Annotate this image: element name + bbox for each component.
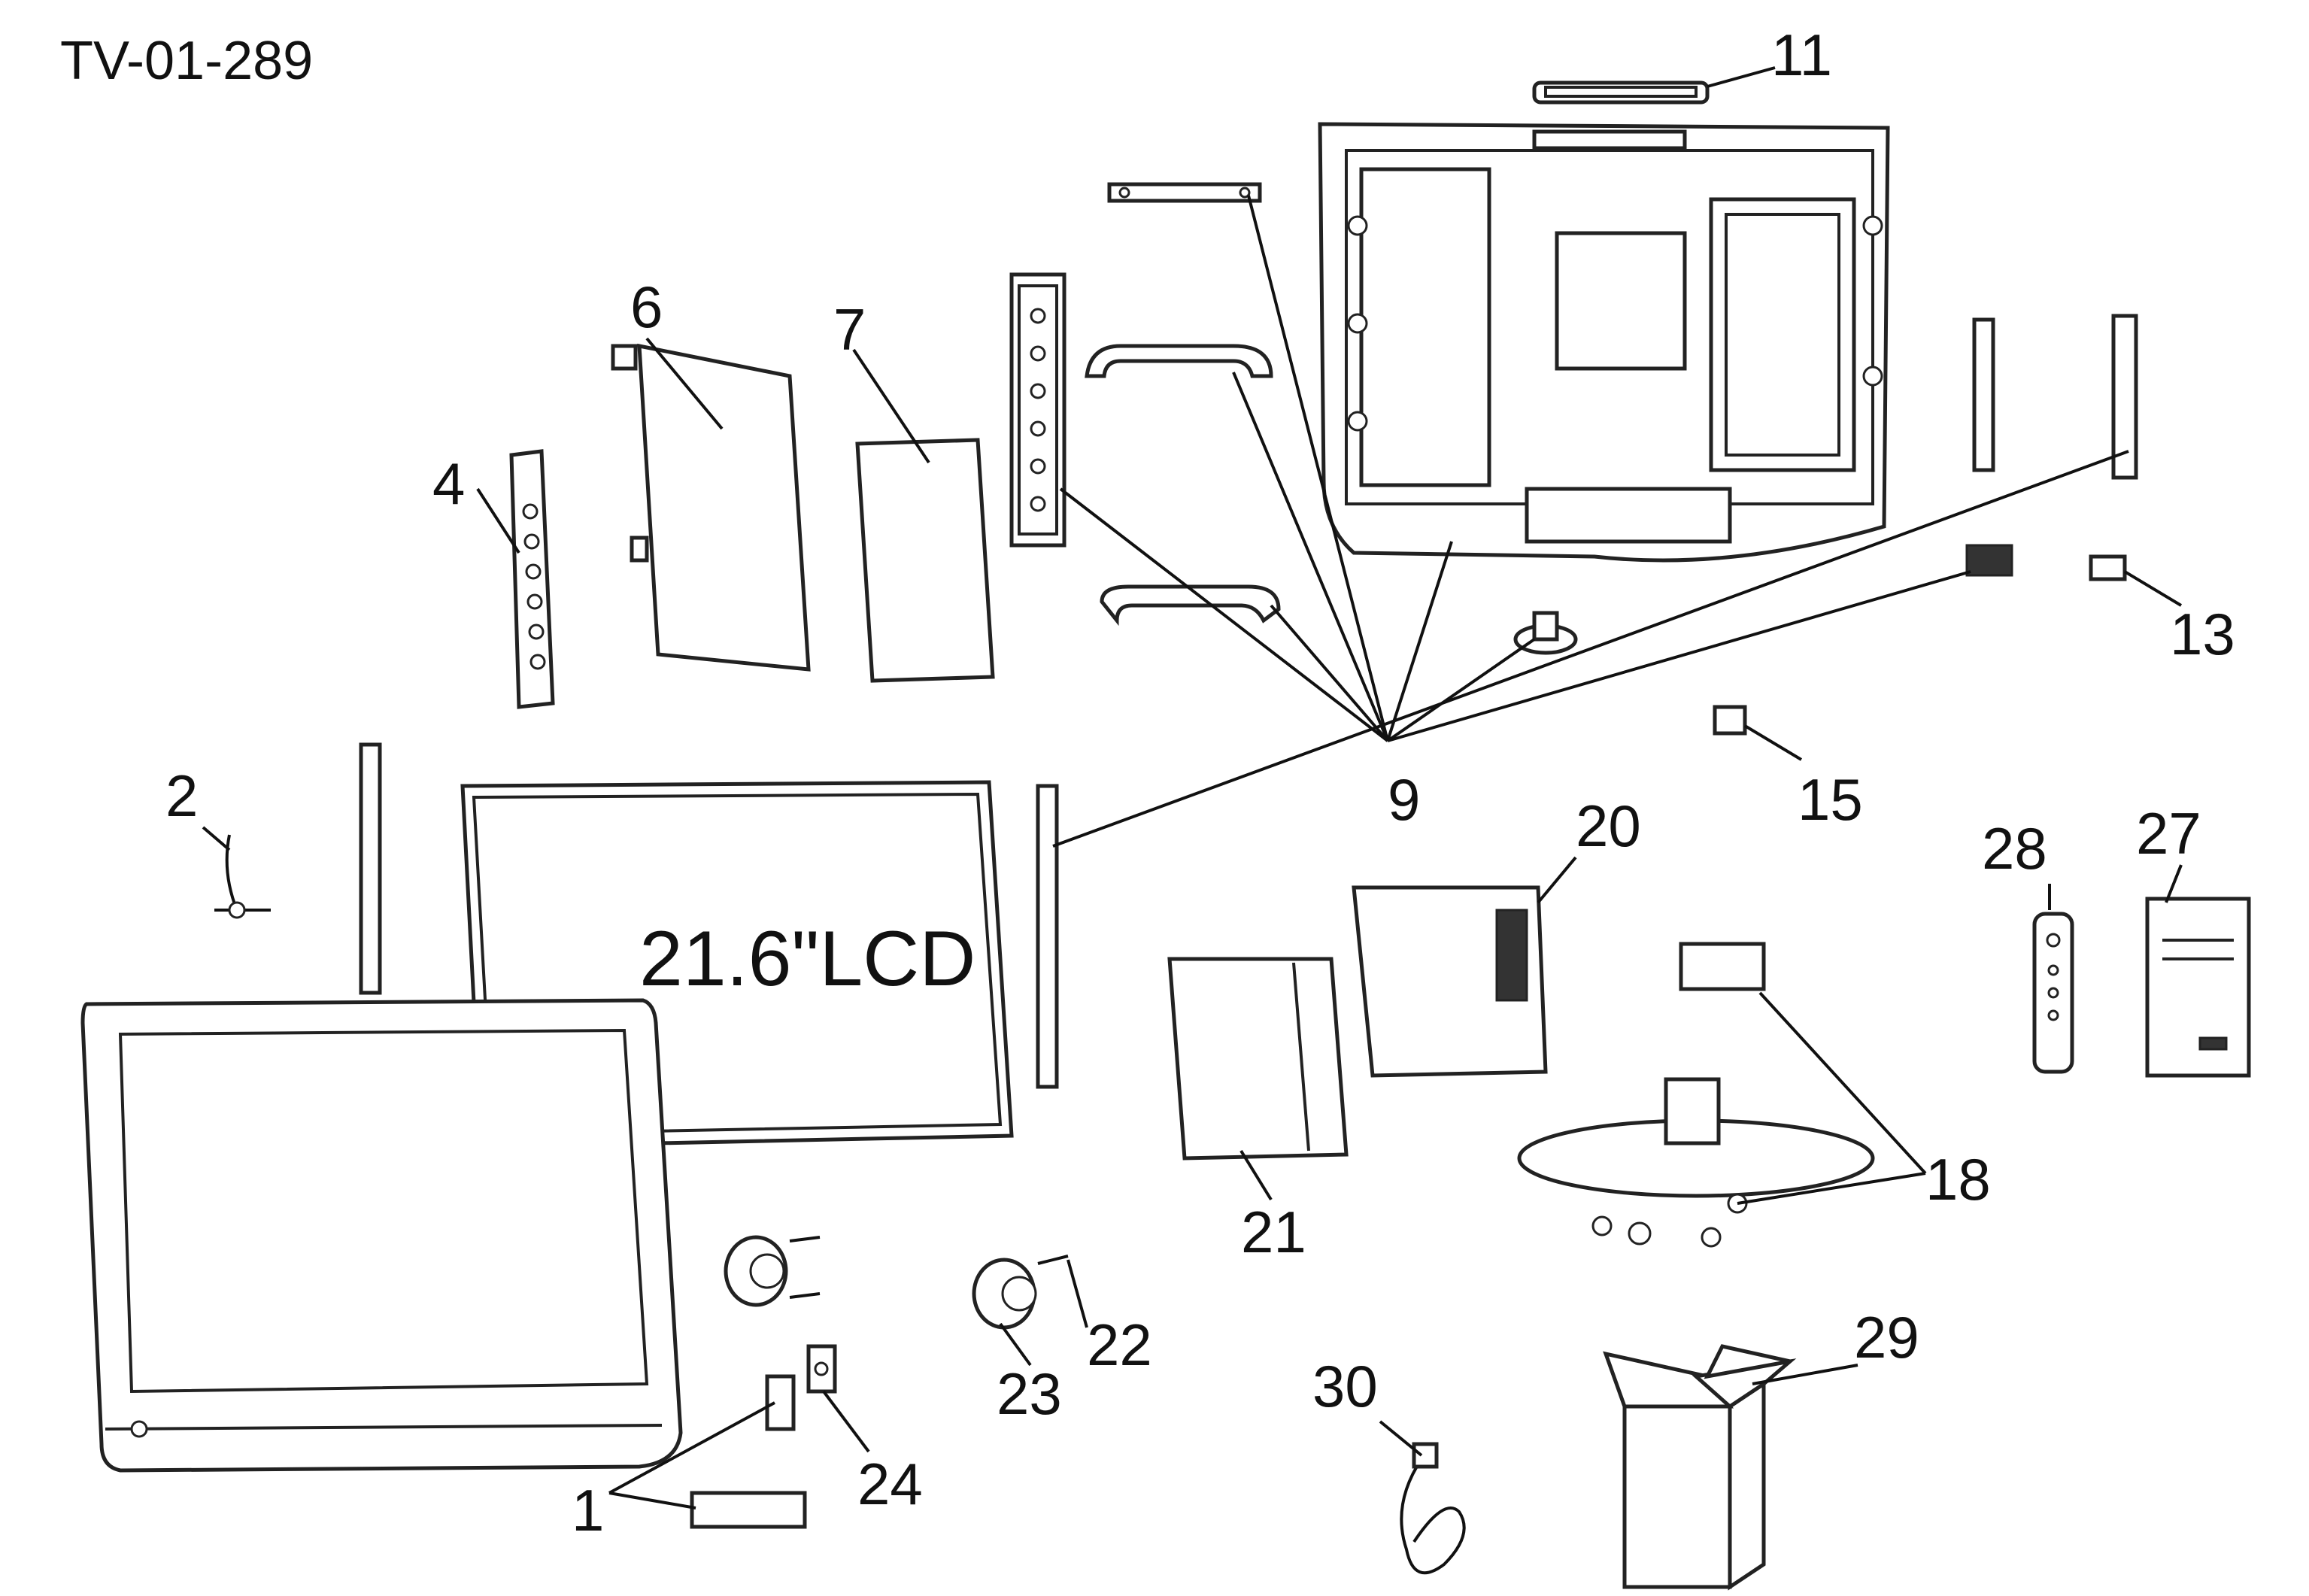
model-number-title: TV-01-289: [60, 31, 313, 91]
label-15: 15: [1798, 766, 1863, 833]
label-7: 7: [833, 296, 866, 363]
part-29-carton: [1603, 1344, 1797, 1591]
part-24-small-board: [806, 1344, 837, 1394]
label-6: 6: [630, 274, 663, 340]
part-4-side-key-panel: [509, 449, 555, 709]
label-4: 4: [432, 451, 465, 517]
part-30-power-cord: [1400, 1442, 1466, 1575]
part-20-shield-plate: [1352, 885, 1548, 1078]
label-29: 29: [1854, 1304, 1919, 1370]
label-21: 21: [1241, 1199, 1306, 1265]
label-18: 18: [1925, 1146, 1991, 1212]
label-20: 20: [1576, 793, 1641, 859]
label-30: 30: [1312, 1353, 1378, 1419]
part-7-power-board: [855, 438, 995, 683]
part-2-cable: [214, 834, 271, 919]
rear-cabinet: [1318, 122, 1890, 563]
part-13-clip: [2089, 554, 2127, 581]
label-2: 2: [165, 763, 198, 829]
part-9-brackets: [359, 182, 2138, 1089]
part-28-remote: [2032, 912, 2074, 1074]
label-27: 27: [2136, 800, 2201, 866]
lcd-panel-size-label: 21.6"LCD: [639, 915, 975, 1003]
label-23: 23: [997, 1361, 1062, 1427]
part-number-labels: 1 2 4 6 7 9 11 13 15 18 20 21 22 23 24 2…: [165, 22, 2235, 1543]
part-22-speaker: [724, 1235, 821, 1307]
part-1-front-bezel: [80, 998, 807, 1529]
label-13: 13: [2170, 601, 2235, 667]
label-28: 28: [1982, 815, 2047, 881]
part-15-clip: [1713, 705, 1747, 736]
part-27-manual: [2145, 897, 2251, 1078]
leader-lines: [202, 66, 2183, 1510]
part-6-main-board: [611, 343, 811, 672]
part-23-speaker: [972, 1255, 1069, 1330]
part-21-shield-plate: [1167, 957, 1349, 1161]
part-18-stand: [1517, 942, 1875, 1248]
part-11-top-key-strip: [1532, 80, 1710, 105]
label-24: 24: [857, 1451, 923, 1517]
label-9: 9: [1388, 766, 1420, 833]
label-22: 22: [1087, 1312, 1152, 1378]
label-11: 11: [1771, 22, 1832, 88]
label-1: 1: [572, 1477, 604, 1543]
